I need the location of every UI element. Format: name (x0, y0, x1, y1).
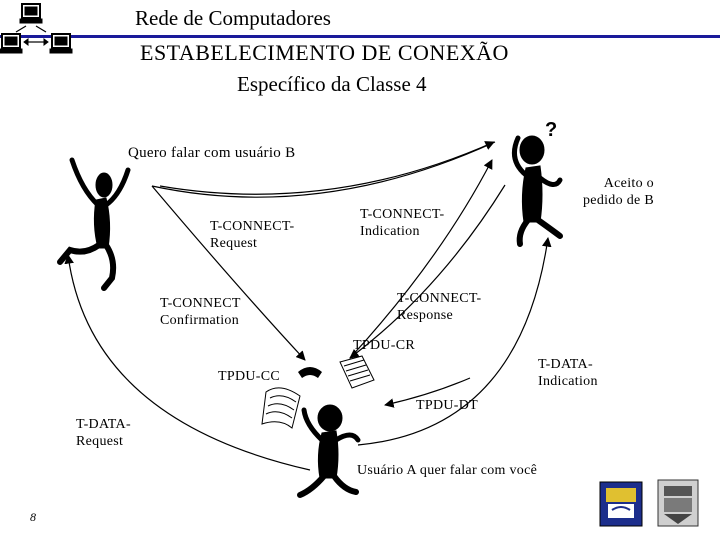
user-a-message: Usuário A quer falar com você (357, 462, 537, 479)
t-connect-request-label: T-CONNECT- Request (210, 218, 294, 252)
tpdu-cr-label: TPDU-CR (353, 337, 415, 354)
speech-user-b-line1: Aceito o (589, 175, 654, 192)
t-data-request-line1: T-DATA- (76, 416, 131, 433)
institute-crest-icon (658, 480, 698, 526)
speech-user-b: Aceito o pedido de B (583, 175, 654, 209)
speech-user-b-line2: pedido de B (583, 192, 654, 209)
t-connect-response-label: T-CONNECT- Response (397, 290, 481, 324)
t-data-indication-label: T-DATA- Indication (538, 356, 598, 390)
t-data-indication-line1: T-DATA- (538, 356, 598, 373)
t-data-indication-line2: Indication (538, 373, 598, 390)
page-number: 8 (30, 510, 36, 525)
t-connect-indication-label: T-CONNECT- Indication (360, 206, 444, 240)
speech-user-a: Quero falar com usuário B (128, 145, 295, 162)
svg-text:?: ? (545, 119, 557, 141)
central-figure-icon (300, 405, 358, 495)
thinking-figure-icon: ? (514, 119, 560, 244)
t-data-request-line2: Request (76, 433, 131, 450)
t-connect-response-line1: T-CONNECT- (397, 290, 481, 307)
tpdu-cc-label: TPDU-CC (218, 368, 280, 385)
t-connect-response-line2: Response (397, 307, 481, 324)
network-computers-icon (0, 4, 72, 53)
t-connect-indication-line1: T-CONNECT- (360, 206, 444, 223)
t-connect-confirmation-line2: Confirmation (160, 312, 241, 329)
t-connect-request-line2: Request (210, 235, 294, 252)
university-crest-icon (600, 482, 642, 526)
t-connect-request-line1: T-CONNECT- (210, 218, 294, 235)
telephone-icon (298, 367, 322, 378)
t-connect-confirmation-line1: T-CONNECT (160, 295, 241, 312)
t-connect-confirmation-label: T-CONNECT Confirmation (160, 295, 241, 329)
t-connect-indication-line2: Indication (360, 223, 444, 240)
tpdu-dt-label: TPDU-DT (416, 397, 478, 414)
t-data-request-label: T-DATA- Request (76, 416, 131, 450)
